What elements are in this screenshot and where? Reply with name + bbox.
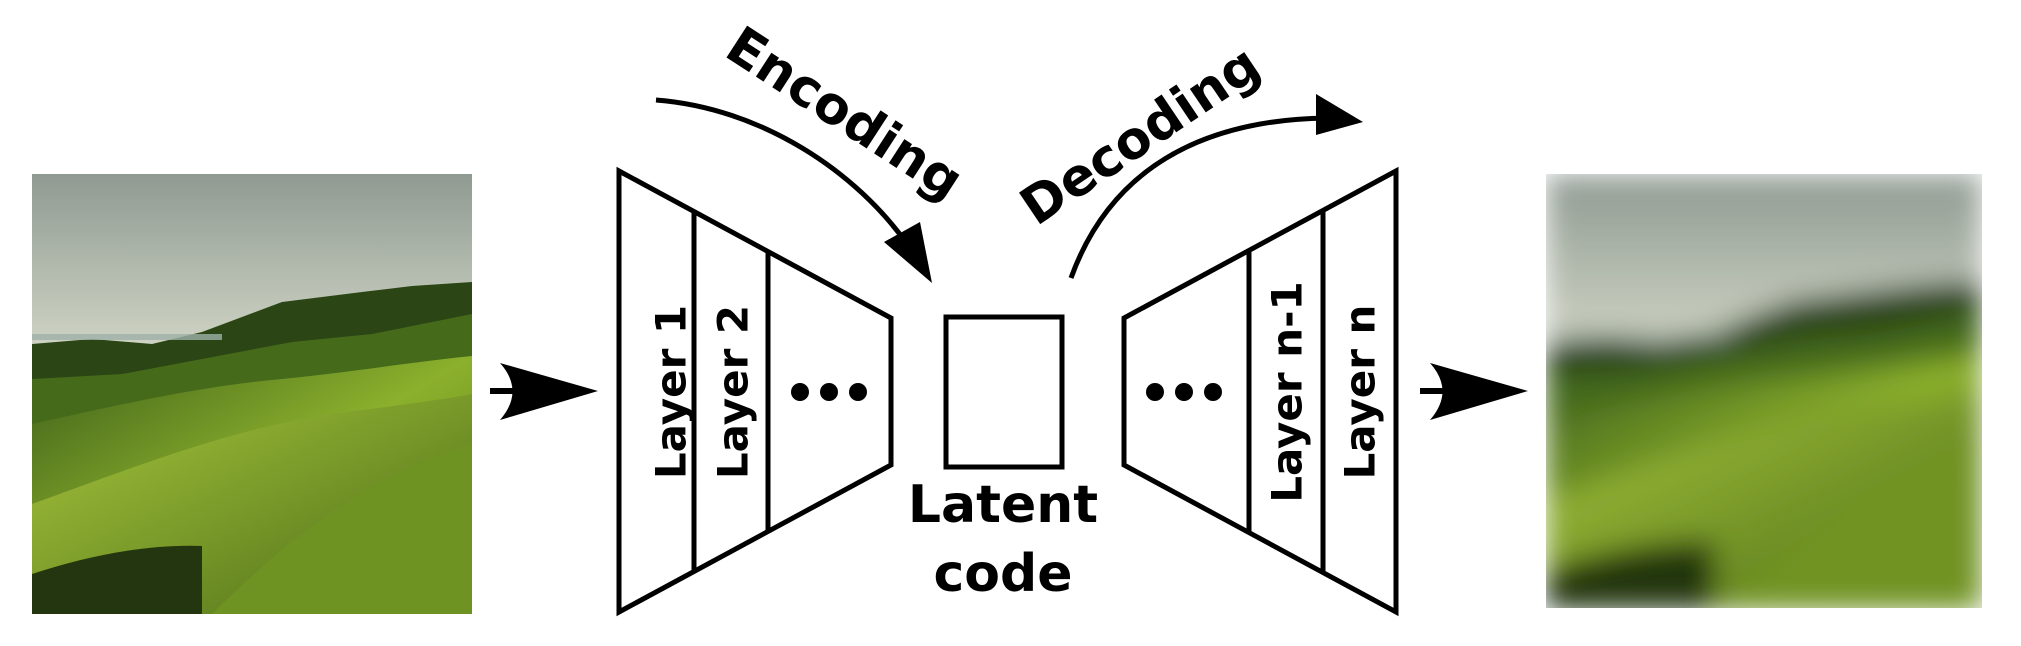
encoder-layer-2-label: Layer 2 (709, 305, 758, 479)
encoding-arrow-icon (655, 97, 932, 283)
decoder-layer-n-label: Layer n (1336, 305, 1385, 480)
input-arrow-icon (490, 363, 598, 420)
decoder-ellipsis (1146, 383, 1222, 401)
latent-code-label-line-2: code (933, 544, 1072, 604)
encoding-label: Encoding (715, 15, 973, 211)
decoder-block (1121, 166, 1399, 617)
decoding-label: Decoding (1010, 34, 1271, 237)
output-image (1546, 174, 1982, 608)
decoding-arrow-icon (1068, 94, 1363, 279)
encoder-layer-1-label: Layer 1 (647, 305, 696, 479)
output-arrow-icon (1420, 363, 1528, 420)
encoder-block (616, 166, 894, 617)
encoder-ellipsis (791, 383, 867, 401)
latent-code-label-line-1: Latent (908, 475, 1098, 535)
decoder-layer-n-minus-1-label: Layer n-1 (1263, 281, 1312, 503)
input-image (32, 174, 472, 614)
latent-code-box (943, 314, 1065, 470)
